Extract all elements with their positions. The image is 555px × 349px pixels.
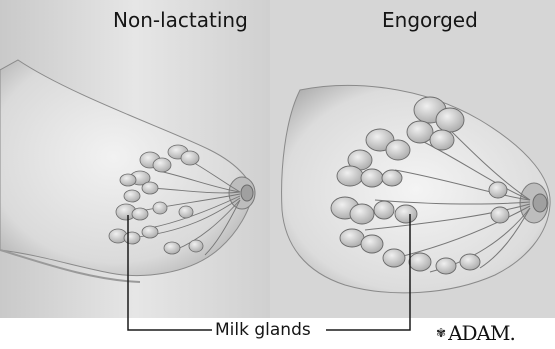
right-panel [270,0,555,318]
adam-logo-mark-icon: ✾ [436,326,446,340]
adam-logo-text: ADAM. [448,321,515,345]
adam-logo: ✾ ADAM. [436,321,515,345]
non-lactating-title: Non-lactating [113,8,248,32]
left-panel [0,0,270,318]
milk-glands-label: Milk glands [212,320,314,340]
engorged-title: Engorged [382,8,478,32]
